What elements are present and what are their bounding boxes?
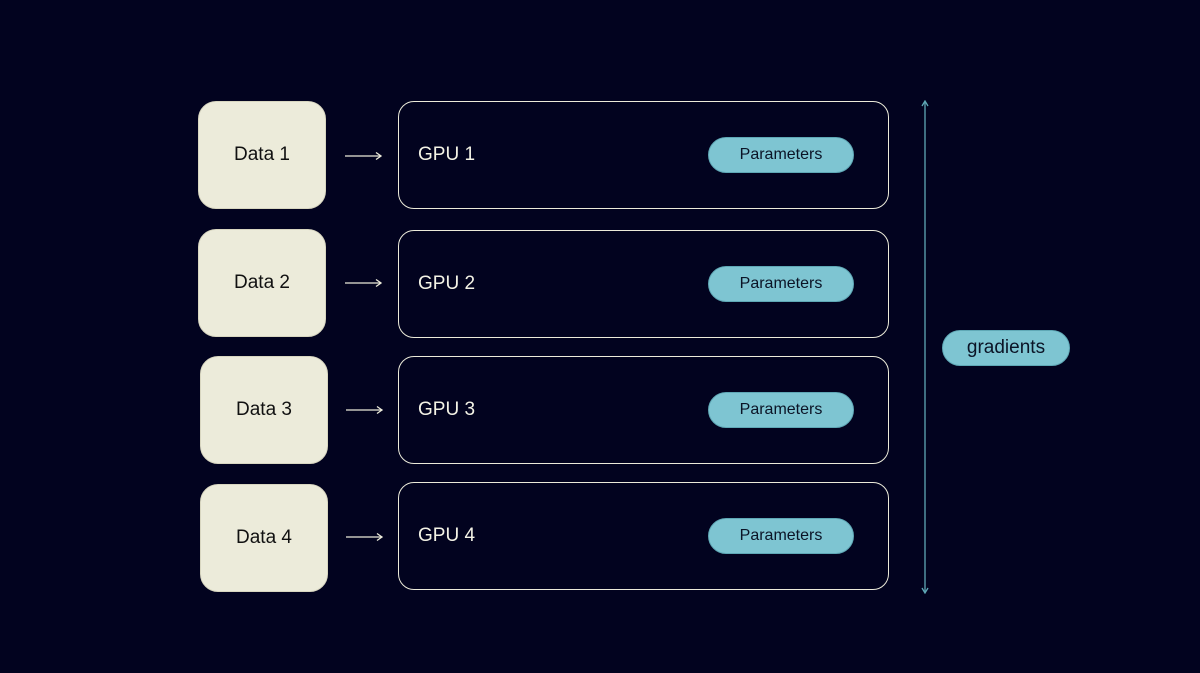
parameters-pill: Parameters xyxy=(708,266,854,302)
gradient-double-arrow-icon xyxy=(921,100,929,594)
gpu-box-2: GPU 2 Parameters xyxy=(398,230,889,338)
row-3: Data 3 GPU 3 Parameters xyxy=(0,356,1200,466)
parameters-pill: Parameters xyxy=(708,392,854,428)
gpu-label: GPU 1 xyxy=(418,144,476,165)
arrow-right-icon xyxy=(346,405,384,415)
data-box-3: Data 3 xyxy=(200,356,328,464)
row-1: Data 1 GPU 1 Parameters xyxy=(0,101,1200,211)
parameters-pill: Parameters xyxy=(708,137,854,173)
arrow-right-icon xyxy=(345,278,383,288)
gpu-label: GPU 2 xyxy=(418,273,476,294)
data-box-2: Data 2 xyxy=(198,229,326,337)
data-box-1: Data 1 xyxy=(198,101,326,209)
data-box-4: Data 4 xyxy=(200,484,328,592)
gpu-box-4: GPU 4 Parameters xyxy=(398,482,889,590)
arrow-right-icon xyxy=(345,151,383,161)
gpu-label: GPU 4 xyxy=(418,525,476,546)
gpu-box-1: GPU 1 Parameters xyxy=(398,101,889,209)
gpu-box-3: GPU 3 Parameters xyxy=(398,356,889,464)
row-4: Data 4 GPU 4 Parameters xyxy=(0,482,1200,594)
arrow-right-icon xyxy=(346,532,384,542)
gradients-pill: gradients xyxy=(942,330,1070,366)
parameters-pill: Parameters xyxy=(708,518,854,554)
gpu-label: GPU 3 xyxy=(418,399,476,420)
row-2: Data 2 GPU 2 Parameters xyxy=(0,229,1200,339)
